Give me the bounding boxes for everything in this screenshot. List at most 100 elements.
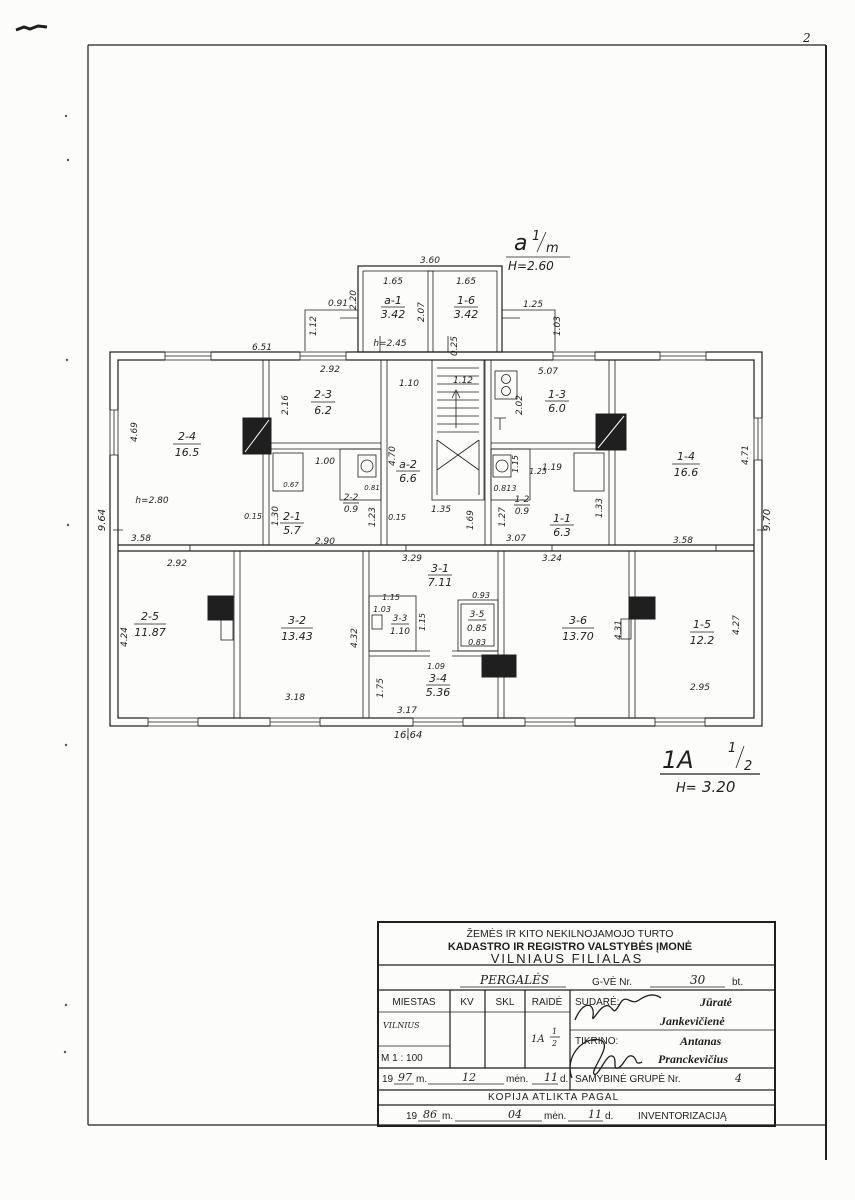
dimension: 0.15 — [388, 513, 406, 522]
group-label: SAMYBINĖ GRUPĖ Nr. — [575, 1072, 681, 1085]
page-number: 2 — [802, 31, 811, 45]
compiled-label: SUDARĖ: — [575, 995, 619, 1008]
dimension: 1.03 — [373, 605, 391, 614]
dimension: 4.31 — [614, 620, 624, 640]
dimension: 1.33 — [595, 498, 605, 518]
dimension: 1.09 — [427, 662, 445, 671]
apartment-label: bt. — [732, 977, 743, 988]
dimension: 6.51 — [252, 343, 272, 353]
room-id: a-1 — [384, 294, 402, 307]
wall-1-5 — [628, 550, 636, 719]
date-inventory-year-label: m. — [442, 1111, 453, 1122]
room-area: 3.42 — [454, 308, 479, 321]
room-area: 6.3 — [553, 526, 571, 539]
annex-left-extension — [304, 309, 358, 352]
room-labels: a-1 3.42 1-6 3.42 2-4 16.5 2-3 6.2 2-1 5… — [134, 294, 714, 699]
dimension: 5.07 — [538, 367, 558, 377]
dimension-ticks — [113, 529, 767, 740]
room-area: 13.70 — [562, 630, 594, 643]
letter-value: 1A — [531, 1034, 545, 1045]
street-suffix: G-VĖ Nr. — [592, 975, 632, 988]
scan-speck — [64, 743, 68, 747]
scan-mark — [15, 24, 48, 32]
room-id: a-2 — [399, 458, 417, 471]
dimension: 16.64 — [394, 730, 423, 741]
date-inventory-day: 11 — [588, 1108, 602, 1121]
title-block-frame — [377, 921, 776, 1127]
compiled-first-name: Jūratė — [699, 995, 733, 1009]
room-id: 2-5 — [141, 610, 159, 623]
letter-value-num: 1 — [552, 1027, 557, 1036]
dimension: 3.07 — [506, 534, 526, 544]
cooker-icon — [494, 370, 518, 400]
scan-artifacts — [15, 24, 70, 1054]
checked-first-name: Antanas — [679, 1034, 722, 1048]
annex-right-extension — [502, 309, 556, 352]
room-id: 3-3 — [393, 614, 408, 624]
dimension: 1.12 — [309, 316, 319, 336]
window-lines — [109, 409, 763, 461]
washbasin-icon — [371, 614, 383, 630]
cabinet-icon — [573, 452, 605, 492]
dimension: 1.15 — [382, 593, 400, 602]
stove-mark — [244, 415, 625, 453]
wall-staircase-right — [484, 359, 492, 546]
room-id: 1-1 — [553, 512, 571, 525]
dimension: 0.813 — [494, 484, 517, 493]
wall-3-2 — [362, 550, 370, 719]
dimension: 1.00 — [315, 457, 335, 467]
title-block: ŽEMĖS IR KITO NEKILNOJAMOJO TURTO KADAST… — [377, 921, 776, 1127]
room-box-3-3 — [368, 595, 417, 652]
dimension: 1.15 — [511, 455, 520, 473]
scale: M 1 : 100 — [381, 1053, 423, 1064]
floor-fraction-slash — [735, 745, 745, 769]
scan-speck — [64, 1003, 68, 1007]
header-letter: RAIDĖ — [532, 995, 563, 1008]
dimension: 4.24 — [120, 627, 130, 647]
dimension: 1.30 — [271, 506, 281, 526]
signature-compiler — [574, 994, 662, 1021]
partition-3-4 — [369, 650, 498, 657]
room-area: 0.9 — [344, 505, 359, 515]
floor-plan: a 1 m H=2.60 3.60 1A 1 2 H= 3.20 a-1 3.4… — [97, 229, 773, 796]
cabinet-icon — [460, 603, 495, 647]
room-area: 6.0 — [548, 402, 566, 415]
dimension: 1.15 — [418, 613, 427, 631]
burner-icon — [501, 386, 511, 396]
dimension: 4.27 — [732, 615, 742, 635]
dimension: 1.65 — [456, 277, 476, 287]
dimension: 4.32 — [350, 628, 360, 648]
dimension: 4.71 — [741, 445, 751, 465]
stove-icon — [207, 595, 234, 621]
dimension: 0.93 — [472, 591, 490, 600]
stove-icon — [481, 654, 517, 678]
date-inventory-century: 19 — [406, 1111, 418, 1122]
room-id: 3-1 — [431, 562, 449, 575]
dimension: 1.25 — [523, 300, 543, 310]
room-id: 2-4 — [178, 430, 196, 443]
title-block-subrows — [378, 1011, 775, 1047]
dimension: 1.69 — [466, 510, 476, 530]
dimension-labels: 1.65 1.65 0.91 2.20 2.07 1.12 h=2.45 0.2… — [97, 277, 773, 741]
floor-fraction-num: 1 — [728, 741, 736, 756]
org-line-3: VILNIAUS FILIALAS — [491, 951, 644, 966]
dimension: 1.12 — [453, 376, 473, 386]
dimension: 2.95 — [690, 683, 710, 693]
header-quarter: KV — [460, 997, 474, 1008]
staircase — [431, 359, 485, 501]
toilet-tank — [357, 454, 377, 478]
room-box-3-5 — [457, 599, 499, 652]
dimension: 2.02 — [515, 395, 525, 415]
room-id: 1-5 — [693, 618, 711, 631]
annex-partition — [427, 270, 434, 353]
scan-speck — [66, 158, 70, 162]
windows-top — [164, 351, 707, 361]
dimension: 3.58 — [131, 534, 151, 544]
room-area: 11.87 — [134, 626, 166, 639]
inventory-label: INVENTORIZACIJĄ — [638, 1111, 727, 1122]
wall-1-4 — [608, 359, 616, 546]
annex-fraction-slash — [536, 231, 547, 253]
header-section: SKL — [496, 997, 515, 1008]
dimension: 0.91 — [328, 299, 348, 309]
floor-height: 3.20 — [702, 778, 735, 796]
